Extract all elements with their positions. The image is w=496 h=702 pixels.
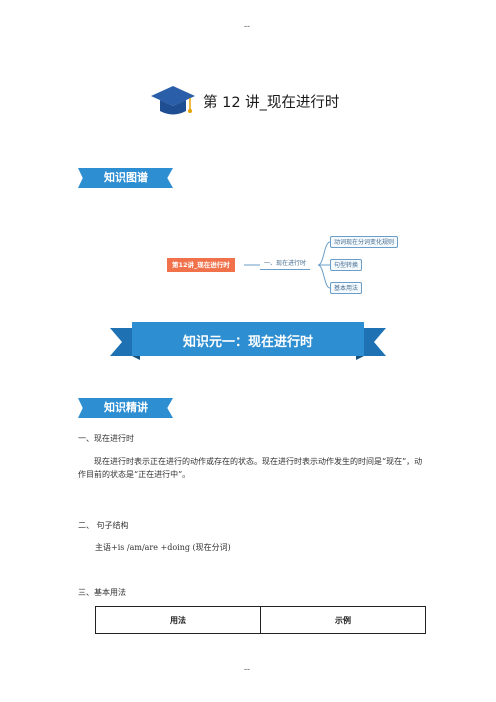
footer-mark: -- bbox=[244, 664, 250, 674]
table-header-cell: 用法 bbox=[95, 606, 261, 634]
section-banner-graphic bbox=[110, 322, 386, 360]
section-label-map: 知识图谱 bbox=[78, 168, 173, 188]
graduation-cap-icon bbox=[151, 86, 195, 115]
section-paragraph: 现在进行时表示正在进行的动作或存在的状态。现在进行时表示动作发生的时间是“现在”… bbox=[78, 457, 423, 479]
header-mark: -- bbox=[244, 21, 250, 31]
mindmap-leaf-node: 基本用法 bbox=[330, 282, 363, 294]
mindmap-branch-node: 一、现在进行时 bbox=[260, 258, 311, 270]
mindmap-leaf-node: 句型转换 bbox=[330, 259, 363, 271]
mindmap-connectors bbox=[244, 241, 331, 289]
sentence-formula: 主语+is /am/are +doing (现在分词) bbox=[95, 543, 231, 552]
mindmap-root-node: 第12讲_现在进行时 bbox=[167, 258, 235, 272]
mindmap-leaf-node: 动词现在分词变化规则 bbox=[330, 236, 399, 248]
section-label-detail: 知识精讲 bbox=[78, 398, 173, 418]
table-header-row: 用法 示例 bbox=[95, 606, 426, 634]
section-heading: 二、 句子结构 bbox=[78, 521, 129, 530]
section-banner-title: 知识元一：现在进行时 bbox=[182, 335, 313, 350]
page-title: 第 12 讲_现在进行时 bbox=[203, 95, 340, 111]
table-header-cell: 示例 bbox=[260, 606, 426, 634]
usage-table: 用法 示例 bbox=[95, 606, 426, 634]
section-heading: 三、基本用法 bbox=[78, 588, 126, 597]
section-heading: 一、现在进行时 bbox=[78, 434, 134, 443]
